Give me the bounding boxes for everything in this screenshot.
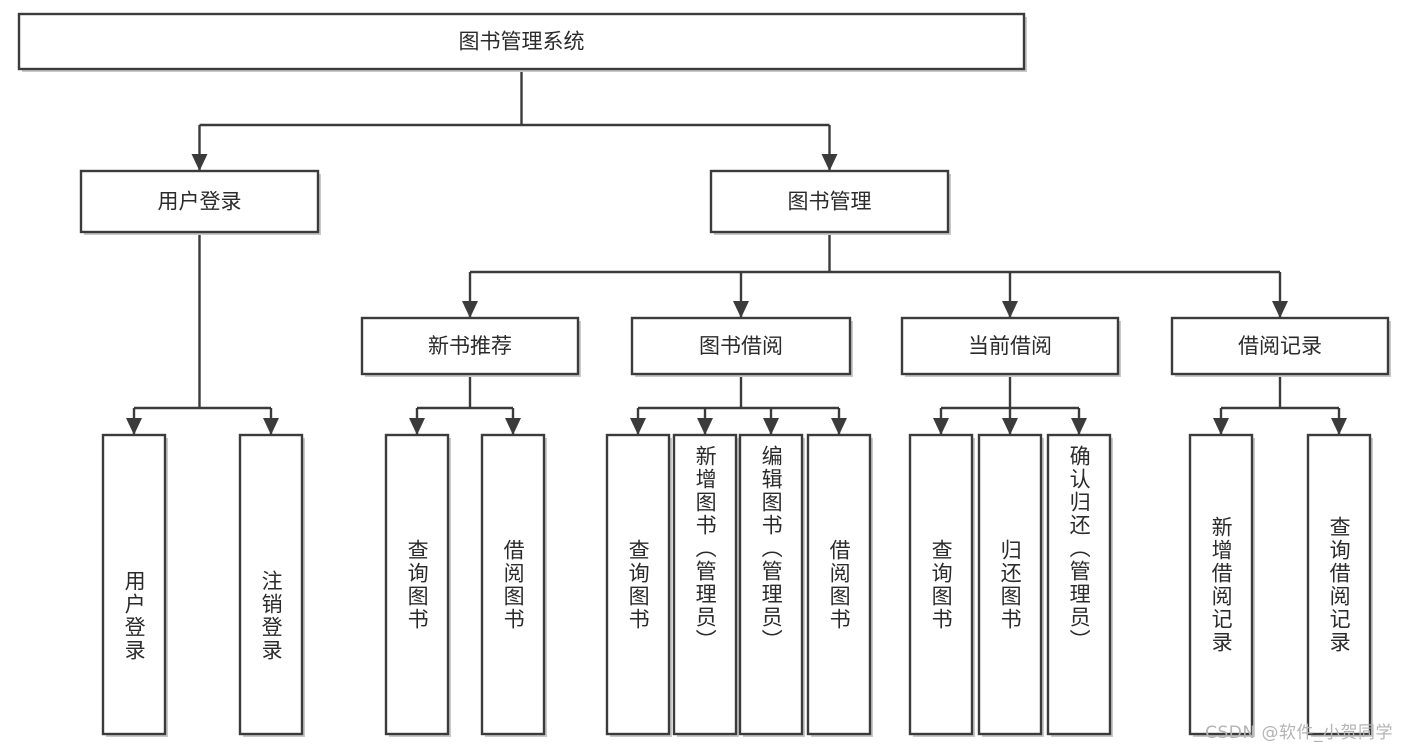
connector-arrow bbox=[1331, 418, 1347, 435]
connector-arrow bbox=[831, 418, 847, 435]
node-leaf-return-book[interactable] bbox=[977, 433, 1044, 737]
node-label-current-borrow: 当前借阅 bbox=[968, 334, 1052, 358]
node-label-root: 图书管理系统 bbox=[459, 30, 585, 54]
node-leaf-add-record[interactable] bbox=[1188, 433, 1255, 737]
connector-arrow bbox=[1002, 418, 1018, 435]
node-label-book-manage: 图书管理 bbox=[788, 190, 872, 214]
node-label-new-book-rec: 新书推荐 bbox=[428, 334, 512, 358]
connector-arrow bbox=[409, 418, 425, 435]
node-label-book-borrow: 图书借阅 bbox=[699, 334, 783, 358]
connector-arrow bbox=[462, 301, 478, 318]
node-book-manage[interactable] bbox=[709, 169, 951, 235]
connector-arrow bbox=[933, 418, 949, 435]
node-borrow-record[interactable] bbox=[1170, 316, 1391, 377]
connector-arrow bbox=[630, 418, 646, 435]
node-book-borrow[interactable] bbox=[630, 316, 853, 377]
connector-arrow bbox=[1071, 418, 1087, 435]
node-leaf-edit-book[interactable] bbox=[738, 433, 805, 737]
node-leaf-query-book-3[interactable] bbox=[908, 433, 975, 737]
node-leaf-confirm-return[interactable] bbox=[1046, 433, 1113, 737]
connector-arrow bbox=[763, 418, 779, 435]
connector-arrow bbox=[191, 154, 208, 171]
node-root[interactable] bbox=[17, 12, 1027, 72]
box-layer bbox=[17, 12, 1391, 737]
node-leaf-borrow-book-2[interactable] bbox=[806, 433, 873, 737]
node-leaf-logout[interactable] bbox=[238, 433, 305, 737]
connector-arrow bbox=[263, 418, 279, 435]
node-label-borrow-record: 借阅记录 bbox=[1238, 334, 1322, 358]
connector-arrow bbox=[733, 301, 749, 318]
csdn-watermark: CSDN @软件_小贺同学 bbox=[1205, 723, 1393, 743]
node-leaf-user-login[interactable] bbox=[101, 433, 168, 737]
connector-arrow bbox=[697, 418, 713, 435]
node-leaf-query-record[interactable] bbox=[1306, 433, 1373, 737]
node-label-user-login: 用户登录 bbox=[158, 190, 242, 214]
connector-arrow bbox=[505, 418, 521, 435]
connector-arrow bbox=[1213, 418, 1229, 435]
connector-arrow bbox=[1002, 301, 1018, 318]
node-user-login[interactable] bbox=[79, 169, 321, 235]
connector-arrow bbox=[1272, 301, 1288, 318]
connector-arrow bbox=[821, 154, 838, 171]
node-new-book-rec[interactable] bbox=[360, 316, 581, 377]
node-leaf-borrow-book-1[interactable] bbox=[480, 433, 547, 737]
node-current-borrow[interactable] bbox=[900, 316, 1121, 377]
node-leaf-add-book[interactable] bbox=[672, 433, 739, 737]
node-leaf-query-book-2[interactable] bbox=[605, 433, 672, 737]
node-leaf-query-book-1[interactable] bbox=[384, 433, 451, 737]
connector-arrow bbox=[126, 418, 142, 435]
connector-layer bbox=[126, 69, 1347, 435]
